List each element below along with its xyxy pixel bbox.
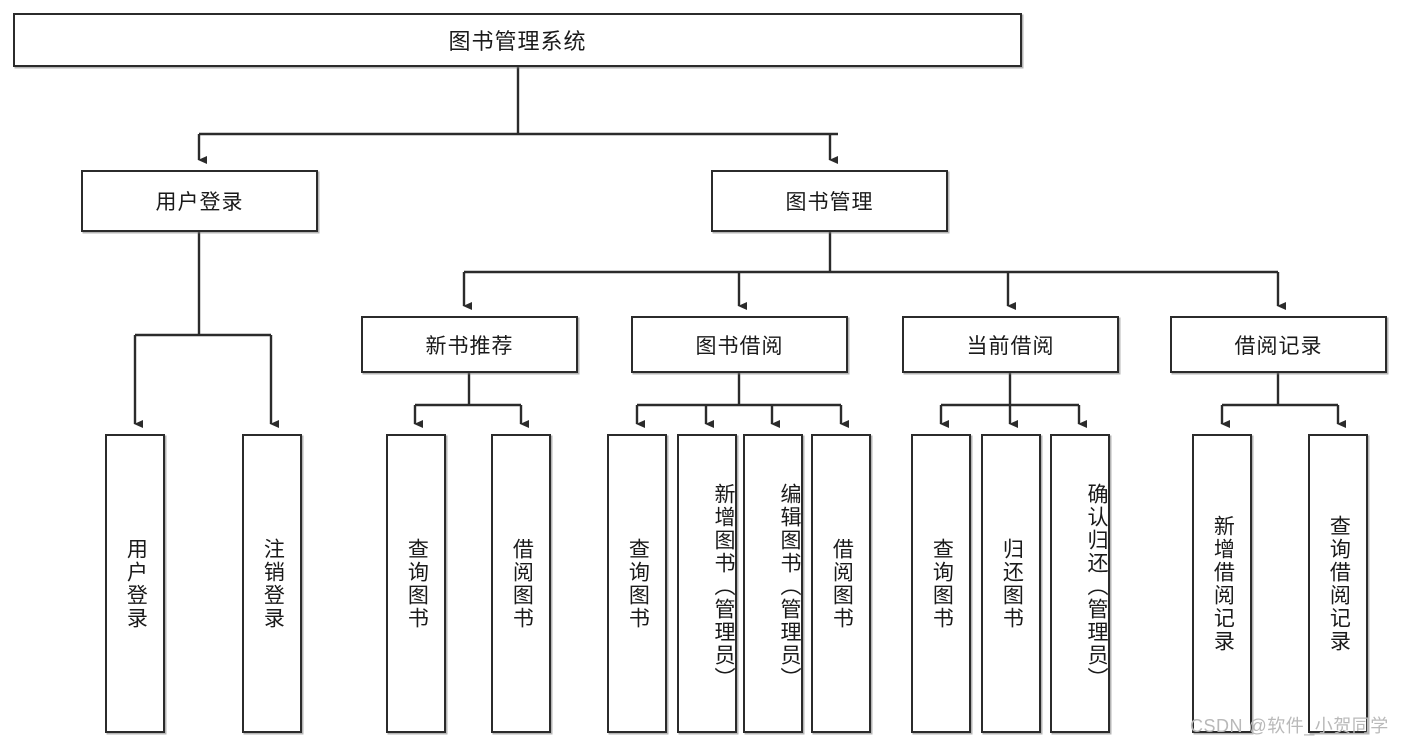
node-book-management[interactable]: 图书管理 bbox=[711, 170, 948, 232]
leaf-query-book-current[interactable]: 查询图书 bbox=[911, 434, 971, 733]
node-new-book-recommend[interactable]: 新书推荐 bbox=[361, 316, 578, 373]
node-label: 用户登录 bbox=[124, 537, 148, 630]
node-root-system[interactable]: 图书管理系统 bbox=[13, 13, 1022, 67]
node-label: 当前借阅 bbox=[966, 334, 1055, 358]
leaf-add-borrow-record[interactable]: 新增借阅记录 bbox=[1192, 434, 1252, 733]
leaf-query-borrow-record[interactable]: 查询借阅记录 bbox=[1308, 434, 1368, 733]
node-label: 新增借阅记录 bbox=[1211, 514, 1235, 653]
node-label: 注销登录 bbox=[261, 537, 285, 630]
node-label: 新书推荐 bbox=[425, 334, 514, 358]
node-label: 图书借阅 bbox=[695, 334, 784, 358]
node-label: 编辑图书（管理员） bbox=[778, 483, 801, 690]
node-current-borrow[interactable]: 当前借阅 bbox=[902, 316, 1119, 373]
leaf-borrow-book-recommend[interactable]: 借阅图书 bbox=[491, 434, 551, 733]
node-borrow-record[interactable]: 借阅记录 bbox=[1170, 316, 1387, 373]
node-label: 图书管理系统 bbox=[448, 29, 587, 54]
leaf-confirm-return[interactable]: 确认归还（管理员） bbox=[1050, 434, 1110, 733]
node-label: 确认归还（管理员） bbox=[1085, 483, 1108, 690]
node-label: 借阅图书 bbox=[830, 537, 854, 630]
leaf-return-book[interactable]: 归还图书 bbox=[981, 434, 1041, 733]
node-label: 图书管理 bbox=[785, 191, 874, 214]
node-label: 归还图书 bbox=[1000, 537, 1024, 630]
leaf-query-book-recommend[interactable]: 查询图书 bbox=[386, 434, 446, 733]
node-label: 查询图书 bbox=[930, 537, 954, 630]
leaf-query-book-borrow[interactable]: 查询图书 bbox=[607, 434, 667, 733]
leaf-borrow-book[interactable]: 借阅图书 bbox=[811, 434, 871, 733]
node-label: 查询图书 bbox=[405, 537, 429, 630]
leaf-add-book[interactable]: 新增图书（管理员） bbox=[677, 434, 737, 733]
node-label: 新增图书（管理员） bbox=[712, 483, 735, 690]
watermark: CSDN @软件_小贺同学 bbox=[1190, 716, 1389, 736]
node-label: 借阅图书 bbox=[510, 537, 534, 630]
node-label: 查询借阅记录 bbox=[1327, 514, 1351, 653]
node-label: 用户登录 bbox=[155, 191, 244, 214]
node-label: 查询图书 bbox=[626, 537, 650, 630]
node-user-login[interactable]: 用户登录 bbox=[81, 170, 318, 232]
leaf-edit-book[interactable]: 编辑图书（管理员） bbox=[743, 434, 803, 733]
leaf-logout-login[interactable]: 注销登录 bbox=[242, 434, 302, 733]
node-label: 借阅记录 bbox=[1234, 334, 1323, 358]
leaf-user-login[interactable]: 用户登录 bbox=[105, 434, 165, 733]
node-book-borrow[interactable]: 图书借阅 bbox=[631, 316, 848, 373]
